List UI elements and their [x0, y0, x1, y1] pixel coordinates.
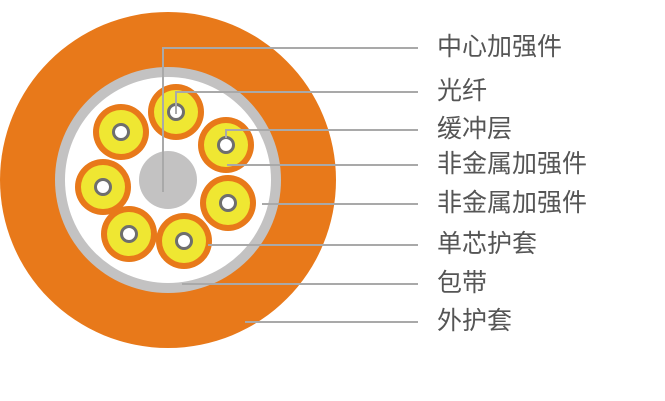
fiber-core [120, 225, 138, 243]
fiber-core [175, 232, 193, 250]
component-label: 缓冲层 [437, 114, 513, 143]
fiber-core [219, 194, 237, 212]
component-label: 光纤 [437, 76, 488, 105]
component-label: 非金属加强件 [437, 149, 588, 178]
component-label: 包带 [437, 268, 488, 297]
component-label: 单芯护套 [437, 229, 538, 258]
component-label: 外护套 [437, 306, 513, 335]
fiber-core [217, 136, 235, 154]
fiber-core [112, 123, 130, 141]
central-strength-member [139, 151, 197, 209]
component-label: 中心加强件 [437, 32, 563, 61]
component-label: 非金属加强件 [437, 188, 588, 217]
leader-line [175, 91, 418, 114]
leader-line [225, 129, 418, 138]
leader-line [162, 47, 418, 192]
fiber-core [94, 178, 112, 196]
